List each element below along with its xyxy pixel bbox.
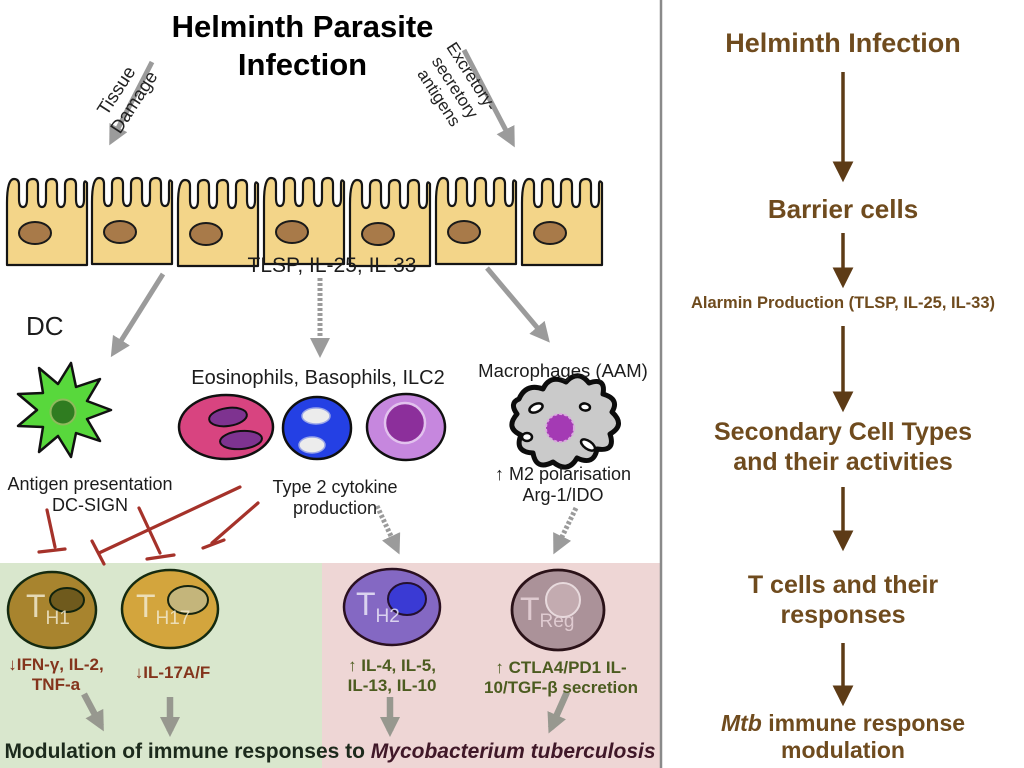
th2-caption: ↑ IL-4, IL-5, IL-13, IL-10 — [347, 656, 437, 695]
type2-caption: Type 2 cytokine production — [272, 477, 398, 518]
epithelial-barrier — [5, 176, 604, 268]
th2-label-t: T — [356, 586, 376, 622]
macrophage-cell — [509, 373, 621, 470]
treg-label: TReg — [520, 591, 574, 632]
th1-label: TH1 — [26, 588, 70, 629]
epithelium-to-dc-arrow — [110, 272, 166, 358]
th17-label-t: T — [136, 588, 156, 624]
mtb-italic: Mtb — [720, 710, 762, 736]
th2-cell — [342, 567, 442, 647]
th2-label: TH2 — [356, 586, 400, 627]
th17-label-sub: H17 — [155, 608, 191, 629]
eosinophil-cell — [177, 393, 275, 461]
th17-label: TH17 — [136, 588, 190, 629]
epithelium-to-macrophage-arrow — [485, 266, 550, 343]
th1-cell — [6, 570, 98, 650]
flow-step-alarmin-production: Alarmin Production (TLSP, IL-25, IL-33) — [690, 294, 996, 312]
infection-arrows — [109, 48, 579, 555]
treg-cell — [510, 568, 606, 652]
th17-caption: ↓IL-17A/F — [134, 663, 211, 682]
inhibition-lines — [37, 485, 260, 566]
flow-step-secondary-cells: Secondary Cell Types and their activitie… — [714, 418, 972, 476]
macrophage-label: Macrophages (AAM) — [478, 360, 648, 381]
main-title: Helminth Parasite Infection — [171, 9, 434, 82]
footer-text: Modulation of immune responses to Mycoba… — [0, 740, 660, 764]
m2-to-treg-arrow — [553, 506, 579, 555]
footer-prefix: Modulation of immune responses to — [4, 740, 371, 763]
dc-nucleus — [49, 398, 77, 426]
m2-caption: ↑ M2 polarisation Arg-1/IDO — [494, 464, 632, 505]
treg-label-t: T — [520, 591, 540, 627]
alarmins-label: TLSP, IL-25, IL-33 — [247, 254, 417, 277]
th17-cell — [120, 568, 220, 650]
mtb-rest: immune response modulation — [761, 710, 966, 764]
th1-caption: ↓IFN-γ, IL-2, TNF-a — [8, 655, 104, 694]
flow-step-t-cells: T cells and their responses — [747, 571, 939, 629]
dendritic-cell — [16, 361, 113, 459]
tissue-damage-arrow — [109, 60, 155, 146]
flow-step-barrier-cells: Barrier cells — [767, 194, 919, 224]
type2-to-th2-arrow — [374, 504, 401, 555]
macrophage-nucleus — [545, 413, 575, 443]
th2-label-sub: H2 — [375, 606, 400, 627]
flow-step-mtb-modulation: Mtb immune response modulation — [708, 710, 978, 764]
es-antigens-arrow — [461, 48, 515, 148]
outcome-arrows — [81, 690, 570, 738]
th1-label-t: T — [26, 588, 46, 624]
treg-label-sub: Reg — [539, 611, 575, 632]
flow-step-helminth-infection: Helminth Infection — [725, 28, 961, 58]
basophil-cell — [281, 395, 353, 461]
footer-species-italic: Mycobacterium tuberculosis — [370, 740, 656, 763]
dc-label: DC — [26, 311, 64, 341]
treg-caption: ↑ CTLA4/PD1 IL-10/TGF-β secretion — [484, 658, 638, 697]
th1-label-sub: H1 — [45, 608, 70, 629]
innate-cells-label: Eosinophils, Basophils, ILC2 — [191, 367, 445, 389]
ilc2-cell — [365, 392, 447, 462]
dc-caption: Antigen presentation DC-SIGN — [7, 474, 173, 515]
